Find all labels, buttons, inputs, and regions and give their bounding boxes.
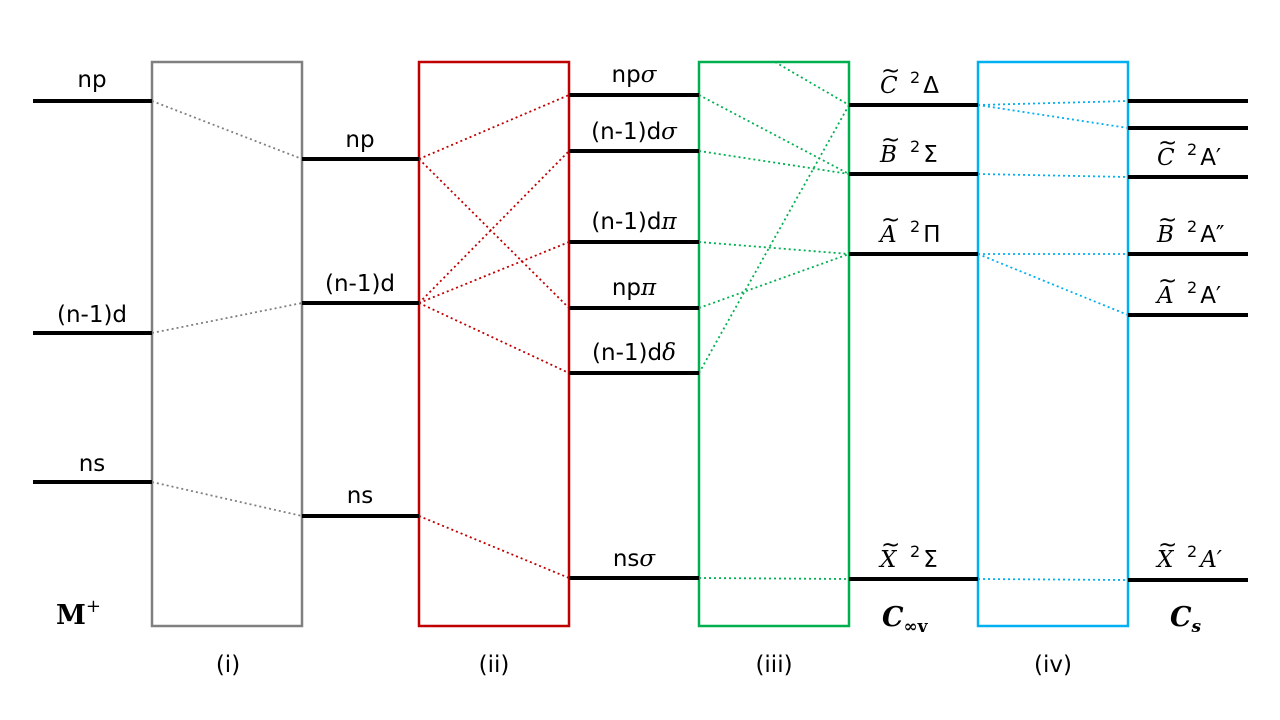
connector-npsigma-B	[698, 94, 850, 175]
svg-text:~: ~	[881, 532, 900, 558]
svg-text:~: ~	[881, 127, 900, 153]
svg-text:~: ~	[1158, 130, 1177, 156]
label-step-iii: (iii)	[755, 652, 792, 678]
label-step-iv: (iv)	[1034, 652, 1072, 678]
svg-text:A: A	[878, 222, 897, 248]
step-ii-box	[417, 60, 571, 628]
label-nssigma: nsσ	[613, 546, 657, 572]
label-atomic-np: np	[77, 67, 106, 93]
connector-d-dpi	[418, 241, 570, 304]
label-lf-ns: ns	[347, 483, 374, 509]
connector-C-top2	[977, 104, 1129, 129]
connector-np-nppi	[418, 158, 570, 309]
connector-nppi-A	[698, 253, 850, 309]
label-ion: M+	[56, 596, 101, 631]
label-dsigma: (n-1)dσ	[591, 119, 678, 145]
svg-text:C: C	[880, 73, 898, 99]
step-i-box	[150, 60, 304, 628]
connector-dpi-A	[698, 241, 850, 255]
svg-text:A: A	[1155, 283, 1174, 309]
svg-text:2Σ: 2Σ	[910, 542, 938, 573]
connector-d-ddelta	[418, 302, 570, 374]
label-step-i: (i)	[216, 652, 240, 678]
connector-ddelta-C	[698, 104, 850, 374]
svg-text:2A′: 2A′	[1187, 542, 1223, 573]
svg-text:2Σ: 2Σ	[910, 137, 938, 168]
label-pointgroup-cinfv: C∞v	[882, 602, 929, 637]
connector-B-C	[977, 173, 1129, 178]
label-npsigma: npσ	[612, 62, 658, 88]
svg-text:~: ~	[1158, 532, 1177, 558]
label-nppi: npπ	[612, 275, 657, 301]
connector-d-dsigma	[418, 150, 570, 304]
svg-text:~: ~	[1158, 268, 1177, 294]
label-pointgroup-cs: Cs	[1170, 602, 1202, 637]
svg-text:~: ~	[881, 58, 900, 84]
connector-C-top1	[977, 100, 1129, 106]
svg-text:X: X	[1155, 547, 1175, 573]
svg-text:C: C	[1157, 145, 1175, 171]
step-i-connections	[151, 100, 303, 517]
svg-text:B: B	[1156, 222, 1174, 248]
svg-text:2Δ: 2Δ	[910, 68, 939, 99]
connector-X-X	[977, 578, 1129, 581]
connector-d-d	[151, 302, 303, 334]
svg-text:B: B	[879, 142, 897, 168]
svg-text:X: X	[878, 547, 898, 573]
label-lf-d: (n-1)d	[325, 271, 395, 297]
connector-np-np	[151, 100, 303, 160]
label-atomic-d: (n-1)d	[57, 302, 127, 328]
step-iv-box	[976, 60, 1130, 628]
step-iii-box	[697, 60, 851, 628]
connector-A-A	[977, 253, 1129, 316]
connector-ns-ns	[151, 481, 303, 517]
label-atomic-ns: ns	[79, 451, 106, 477]
label-dpi: (n-1)dπ	[591, 209, 677, 235]
svg-text:~: ~	[881, 207, 900, 233]
svg-text:2A′: 2A′	[1187, 140, 1221, 171]
step-ii-connections	[418, 94, 570, 579]
step-iv-connections	[977, 100, 1129, 581]
step-iii-connections	[698, 61, 850, 580]
connector-nssigma-X	[698, 577, 850, 580]
svg-text:~: ~	[1158, 207, 1177, 233]
connector-ns-nssigma	[418, 515, 570, 579]
svg-text:2A′: 2A′	[1187, 278, 1221, 309]
label-lf-np: np	[345, 127, 374, 153]
label-ddelta: (n-1)dδ	[592, 340, 676, 366]
svg-text:2Π: 2Π	[910, 217, 940, 248]
connector-dsigma-B	[698, 150, 850, 175]
label-step-ii: (ii)	[479, 652, 510, 678]
connector-np-npsigma	[418, 94, 570, 160]
connector-offtop-C	[774, 61, 850, 106]
svg-text:2A″: 2A″	[1187, 217, 1225, 248]
